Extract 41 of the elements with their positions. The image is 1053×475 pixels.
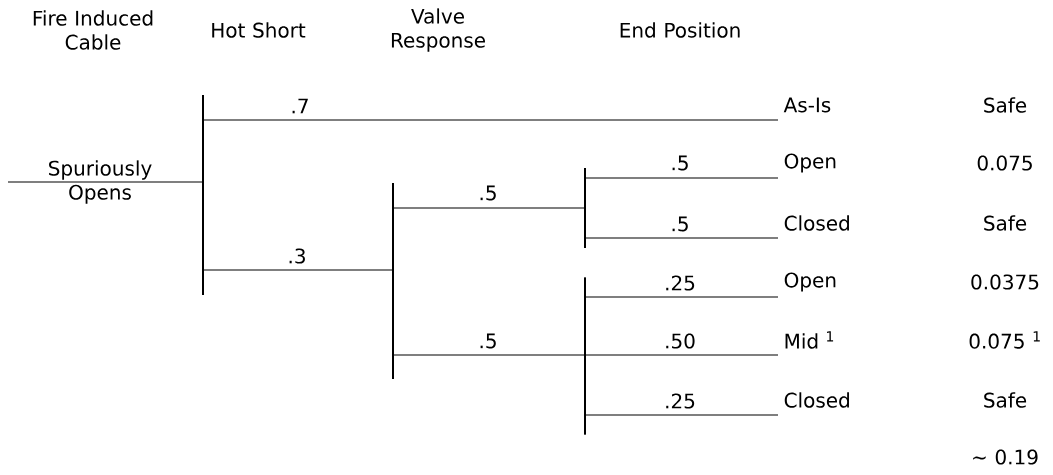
result-value: 0.0375 [971, 274, 1039, 290]
outcome-label: Open [784, 272, 836, 292]
probability-label: .5 [672, 155, 688, 171]
branch-line [202, 269, 394, 271]
branch-line [202, 95, 204, 295]
result-value: Safe [984, 392, 1027, 408]
result-value: 0.075 [977, 155, 1032, 171]
outcome-label: Closed [784, 392, 849, 408]
outcome-label: Closed [784, 215, 849, 231]
branch-line [7, 181, 204, 183]
column-header: Fire Induced Cable [33, 10, 153, 50]
probability-label: .5 [672, 216, 688, 232]
branch-line [392, 207, 586, 209]
branch-line [392, 183, 394, 379]
outcome-label: Open [784, 153, 836, 173]
result-value: Safe [984, 97, 1027, 113]
branch-line [584, 354, 779, 356]
result-value: Safe [984, 215, 1027, 231]
probability-label: .5 [480, 185, 496, 201]
branch-line [584, 296, 779, 298]
branch-line [392, 354, 586, 356]
branch-line [584, 277, 586, 435]
column-header: Valve Response [391, 8, 485, 52]
probability-label: .25 [666, 275, 695, 291]
probability-label: .50 [666, 333, 695, 349]
outcome-label: As-Is [783, 97, 831, 113]
branch-line [584, 237, 779, 239]
result-value: ~ 0.19 [973, 449, 1038, 465]
probability-label: .5 [480, 333, 496, 349]
column-header: Hot Short [212, 22, 306, 38]
column-header: End Position [620, 22, 740, 38]
result-value: 0.075 $^{1}$ [969, 331, 1040, 349]
outcome-label: Mid $^{1}$ [785, 331, 834, 349]
event-label: Spuriously Opens [49, 160, 152, 204]
branch-line [202, 119, 779, 121]
branch-line [584, 177, 779, 179]
probability-label: .7 [292, 98, 308, 114]
probability-label: .3 [289, 248, 305, 264]
branch-line [584, 168, 586, 248]
branch-line [584, 414, 779, 416]
probability-label: .25 [666, 393, 695, 409]
